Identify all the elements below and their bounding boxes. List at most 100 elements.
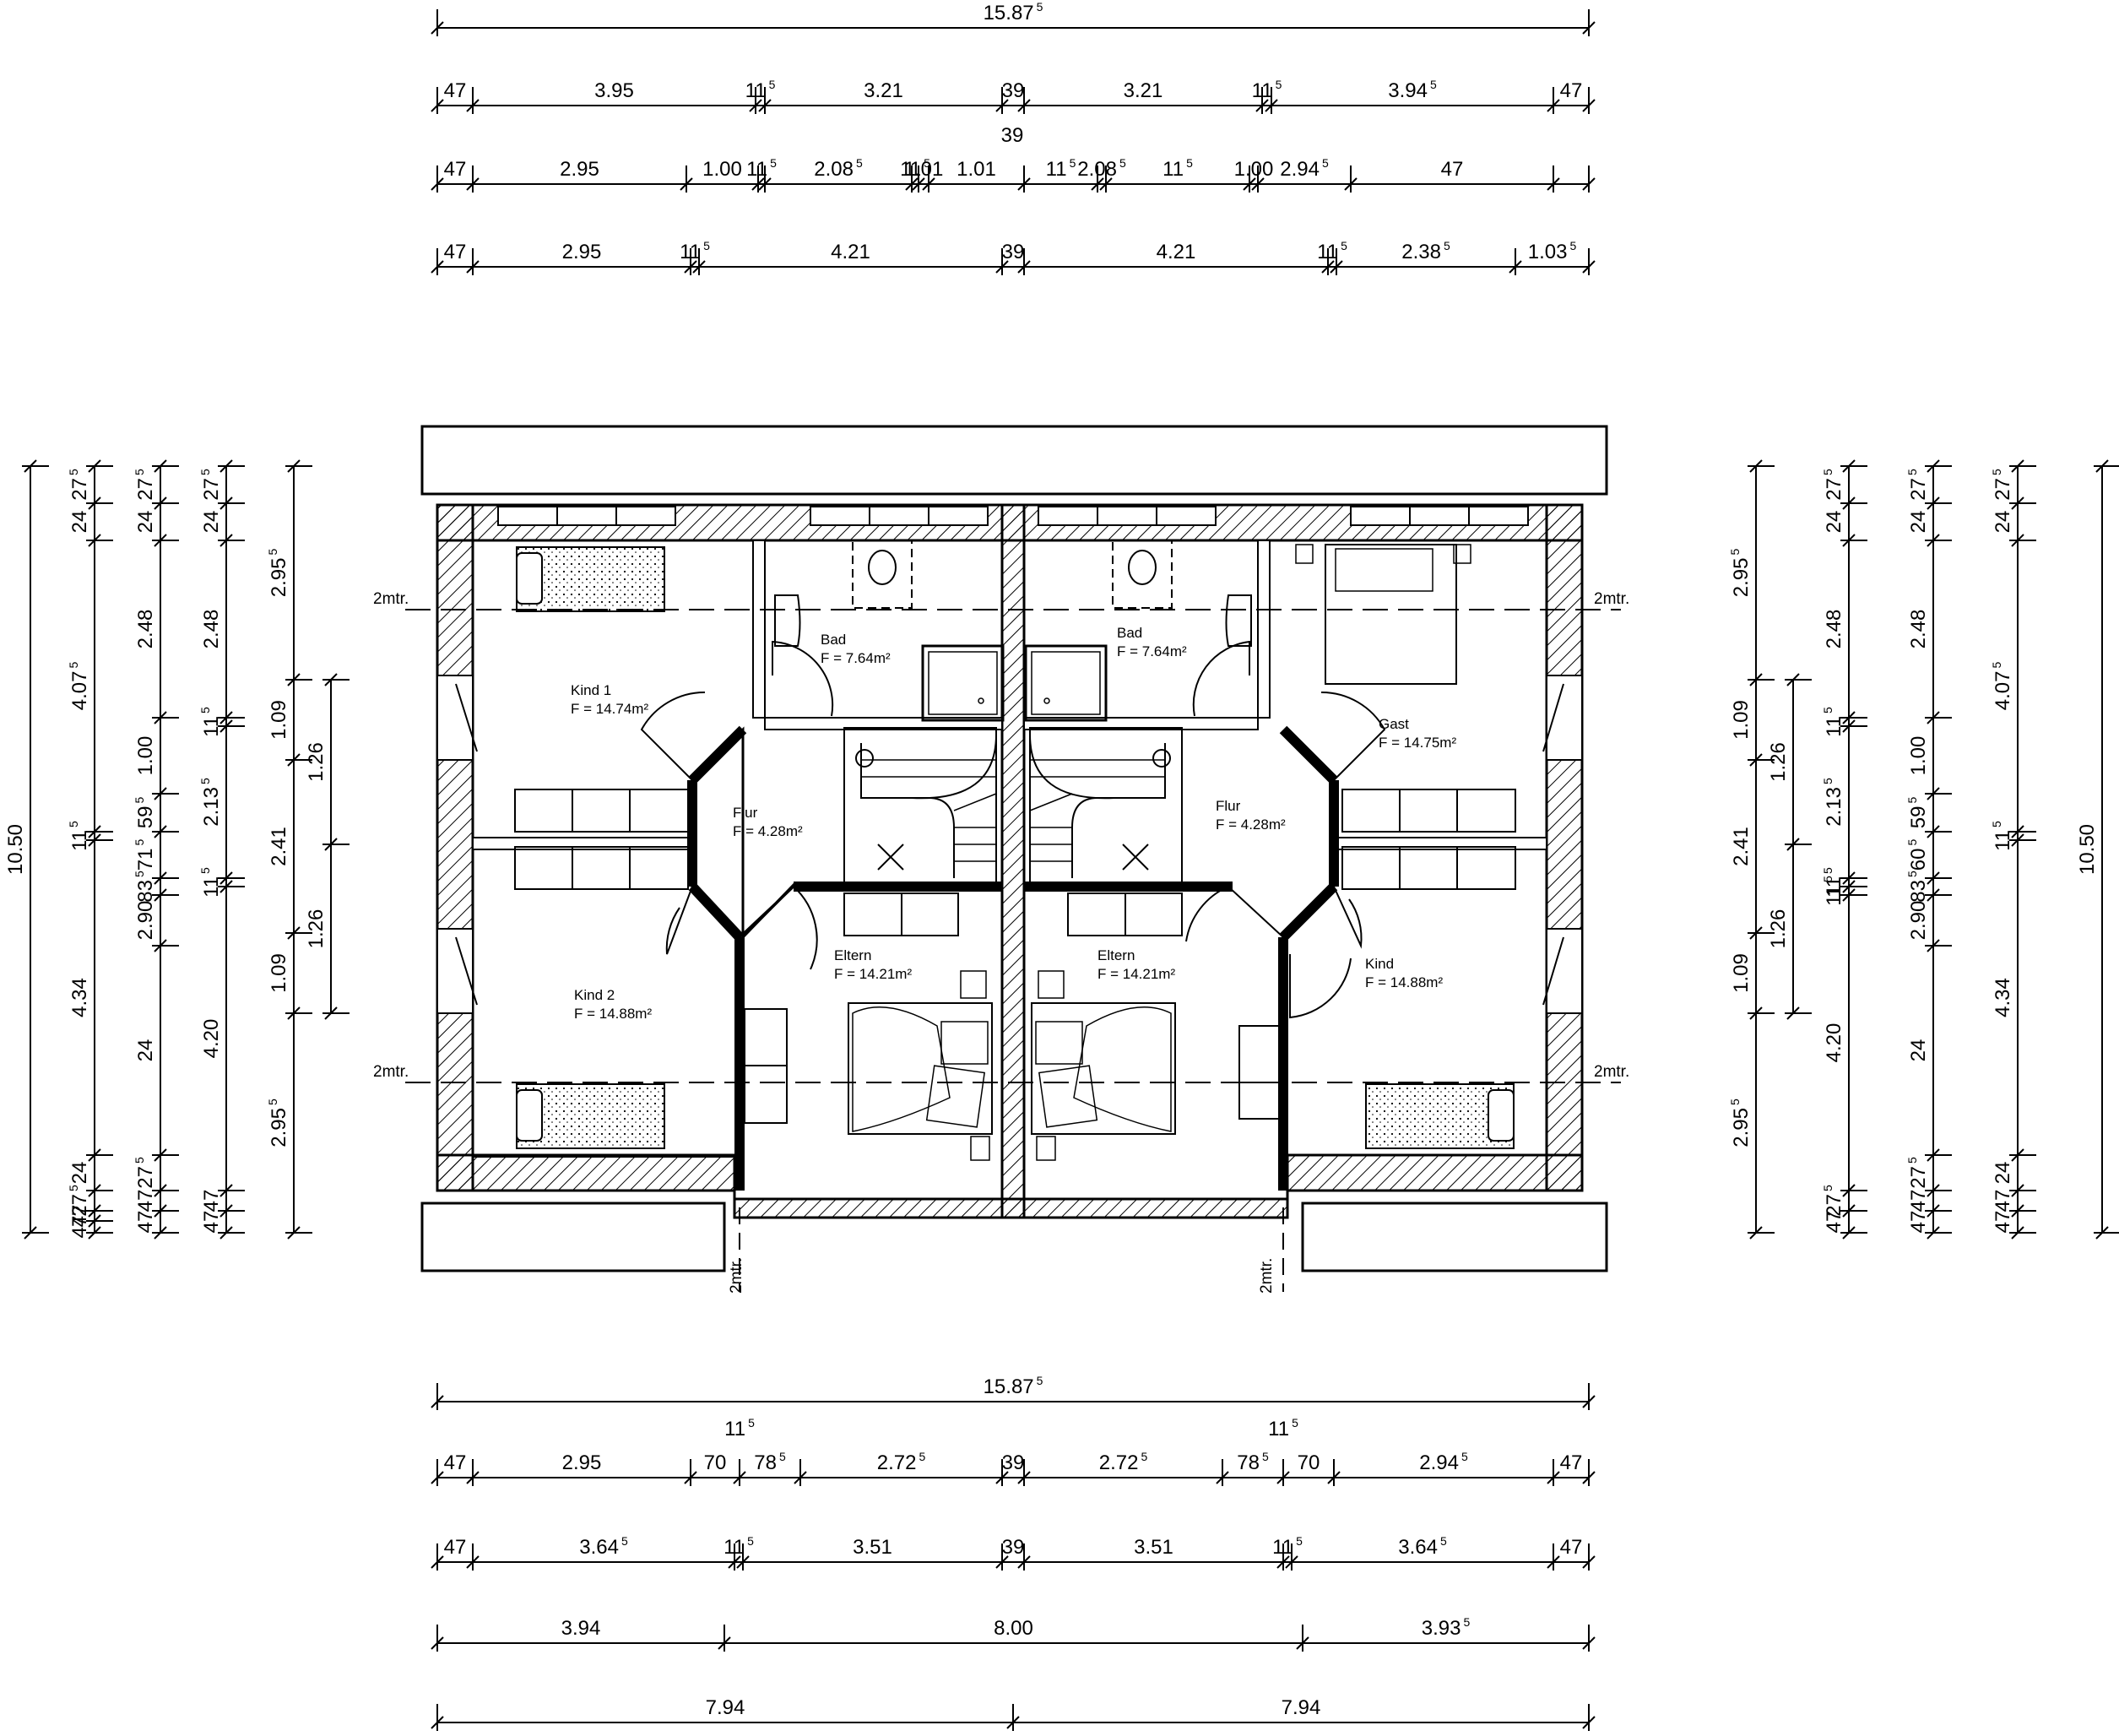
height-mark-bottom-right: 2mtr. — [1258, 1258, 1276, 1294]
room-area-eltern-right: F = 14.21m² — [1097, 966, 1175, 982]
dim-bottom-row-1-label-5: 39 — [1002, 1451, 1025, 1474]
dim-left-col-2-label-4: 595 — [133, 797, 157, 829]
dim-top-row-3-label-1: 2.95 — [562, 241, 602, 263]
dim-right-col-3-label-4: 595 — [1905, 797, 1930, 829]
dim-bottom-row-2-label-5: 3.51 — [1134, 1536, 1173, 1559]
dim-right-col-0-label-1: 1.09 — [1730, 700, 1753, 740]
beds — [516, 544, 1515, 1161]
dim-bottom-row-1-label-8: 70 — [1298, 1451, 1320, 1474]
dim-right-col-4-label-4: 4.34 — [1992, 978, 2014, 1017]
dim-right-col-2-label-1: 24 — [1823, 511, 1845, 534]
dim-right-col-2-label-7: 4.20 — [1823, 1023, 1845, 1063]
dim-bottom-row-3-label-1: 8.00 — [994, 1617, 1033, 1640]
dim-left-col-3-label-2: 2.48 — [200, 610, 223, 649]
dim-top-row-2-label-0: 47 — [444, 158, 467, 181]
dim-left-col-1-label-0: 275 — [67, 469, 91, 501]
room-area-eltern-left: F = 14.21m² — [834, 966, 912, 982]
room-area-bad-left: F = 7.64m² — [821, 650, 891, 666]
dim-top-row-1-label-4: 39 — [1002, 79, 1025, 102]
dim-right-col-4-label-7: 47 — [1992, 1211, 2014, 1234]
dim-top-row-2-label-2: 1.00 — [702, 158, 742, 181]
dim-right-col-2-label-4: 2.135 — [1821, 778, 1845, 827]
dim-bottom-row-2-label-8: 47 — [1560, 1536, 1583, 1559]
dim-top-row-3-label-3: 4.21 — [831, 241, 870, 263]
dim-left-col-2-label-1: 24 — [134, 511, 157, 534]
dim-left-col-1-label-7: 47 — [68, 1205, 91, 1228]
room-name-flur-left: Flur — [733, 805, 758, 821]
dim-bottom-row-3-label-0: 3.94 — [561, 1617, 601, 1640]
dim-right-col-3-label-0: 275 — [1905, 469, 1930, 501]
dim-right-col-4-label-6: 47 — [1992, 1190, 2014, 1212]
staircase-right — [1029, 727, 1183, 889]
dim-right-col-2-label-0: 275 — [1821, 469, 1845, 501]
dim-right-col-3-label-8: 24 — [1907, 1039, 1930, 1062]
room-name-flur-right: Flur — [1216, 798, 1241, 814]
dim-top-row-3-label-0: 47 — [444, 241, 467, 263]
dim-right-col-0-label-0: 2.955 — [1728, 549, 1753, 598]
height-mark-left-top: 2mtr. — [373, 590, 409, 608]
dim-right-col-4-label-2: 4.075 — [1990, 662, 2014, 711]
dim-top-row-2-label-1: 2.95 — [560, 158, 599, 181]
room-area-flur-left: F = 4.28m² — [733, 823, 803, 839]
dim-left-col-4-label-4: 2.955 — [266, 1099, 290, 1147]
dim-right-col-4-label-1: 24 — [1992, 511, 2014, 534]
height-mark-bottom-left: 2mtr. — [728, 1258, 745, 1294]
door-swings — [640, 640, 1386, 1019]
dim-left-col-4-label-1: 1.09 — [268, 700, 290, 740]
dim-left-col-2-label-3: 1.00 — [134, 736, 157, 776]
dim-bottom-row-4-label-0: 7.94 — [706, 1696, 745, 1719]
dim-left-col-3-label-0: 275 — [198, 469, 223, 501]
dim-top-row-1-label-3: 3.21 — [864, 79, 903, 102]
room-area-kind-1: F = 14.74m² — [571, 701, 648, 717]
dim-left-col-0-label-0: 10.50 — [4, 824, 27, 875]
dim-left-col-2-label-11: 47 — [134, 1211, 157, 1234]
dim-left-col-2-label-10: 47 — [134, 1190, 157, 1212]
dim-bottom-row-2-label-4: 39 — [1002, 1536, 1025, 1559]
dim-left-col-3-label-3: 115 — [198, 707, 223, 737]
room-area-flur-right: F = 4.28m² — [1216, 816, 1286, 833]
room-name-gast: Gast — [1379, 716, 1409, 732]
dim-right-col-1-label-1: 1.26 — [1767, 909, 1790, 949]
dim-bottom-row-2-label-0: 47 — [444, 1536, 467, 1559]
room-area-bad-right: F = 7.64m² — [1117, 643, 1187, 659]
dim-top-row-3-label-5: 4.21 — [1157, 241, 1196, 263]
dim-left-col-4-label-2: 2.41 — [268, 827, 290, 866]
room-name-kind-1: Kind 1 — [571, 682, 611, 698]
roof-overhang-bottom-left — [420, 1202, 726, 1272]
dim-left-col-3-label-4: 2.135 — [198, 778, 223, 827]
dim-left-col-3-label-5: 115 — [198, 867, 223, 898]
wardrobes — [514, 789, 1516, 1124]
dim-left-col-3-label-8: 47 — [200, 1211, 223, 1234]
dim-top-row-1-label-0: 47 — [444, 79, 467, 102]
dim-right-col-0-label-4: 2.955 — [1728, 1099, 1753, 1147]
party-wall — [1000, 503, 1026, 1219]
dim-left-col-3-label-1: 24 — [200, 511, 223, 534]
dim-left-col-2-label-5: 715 — [133, 839, 157, 871]
staircase-left — [843, 727, 997, 889]
dim-top-row-2-label-7: 1.01 — [957, 158, 996, 181]
dim-top-row-2-label-13: 47 — [1441, 158, 1464, 181]
room-name-eltern-left: Eltern — [834, 947, 871, 963]
dim-top-row-1-label-8: 47 — [1560, 79, 1583, 102]
room-area-kind: F = 14.88m² — [1365, 974, 1443, 990]
dim-left-col-2-label-6: 835 — [133, 871, 157, 903]
dim-right-col-0-label-2: 2.41 — [1730, 827, 1753, 866]
dim-bottom-row-1-label-0: 47 — [444, 1451, 467, 1474]
